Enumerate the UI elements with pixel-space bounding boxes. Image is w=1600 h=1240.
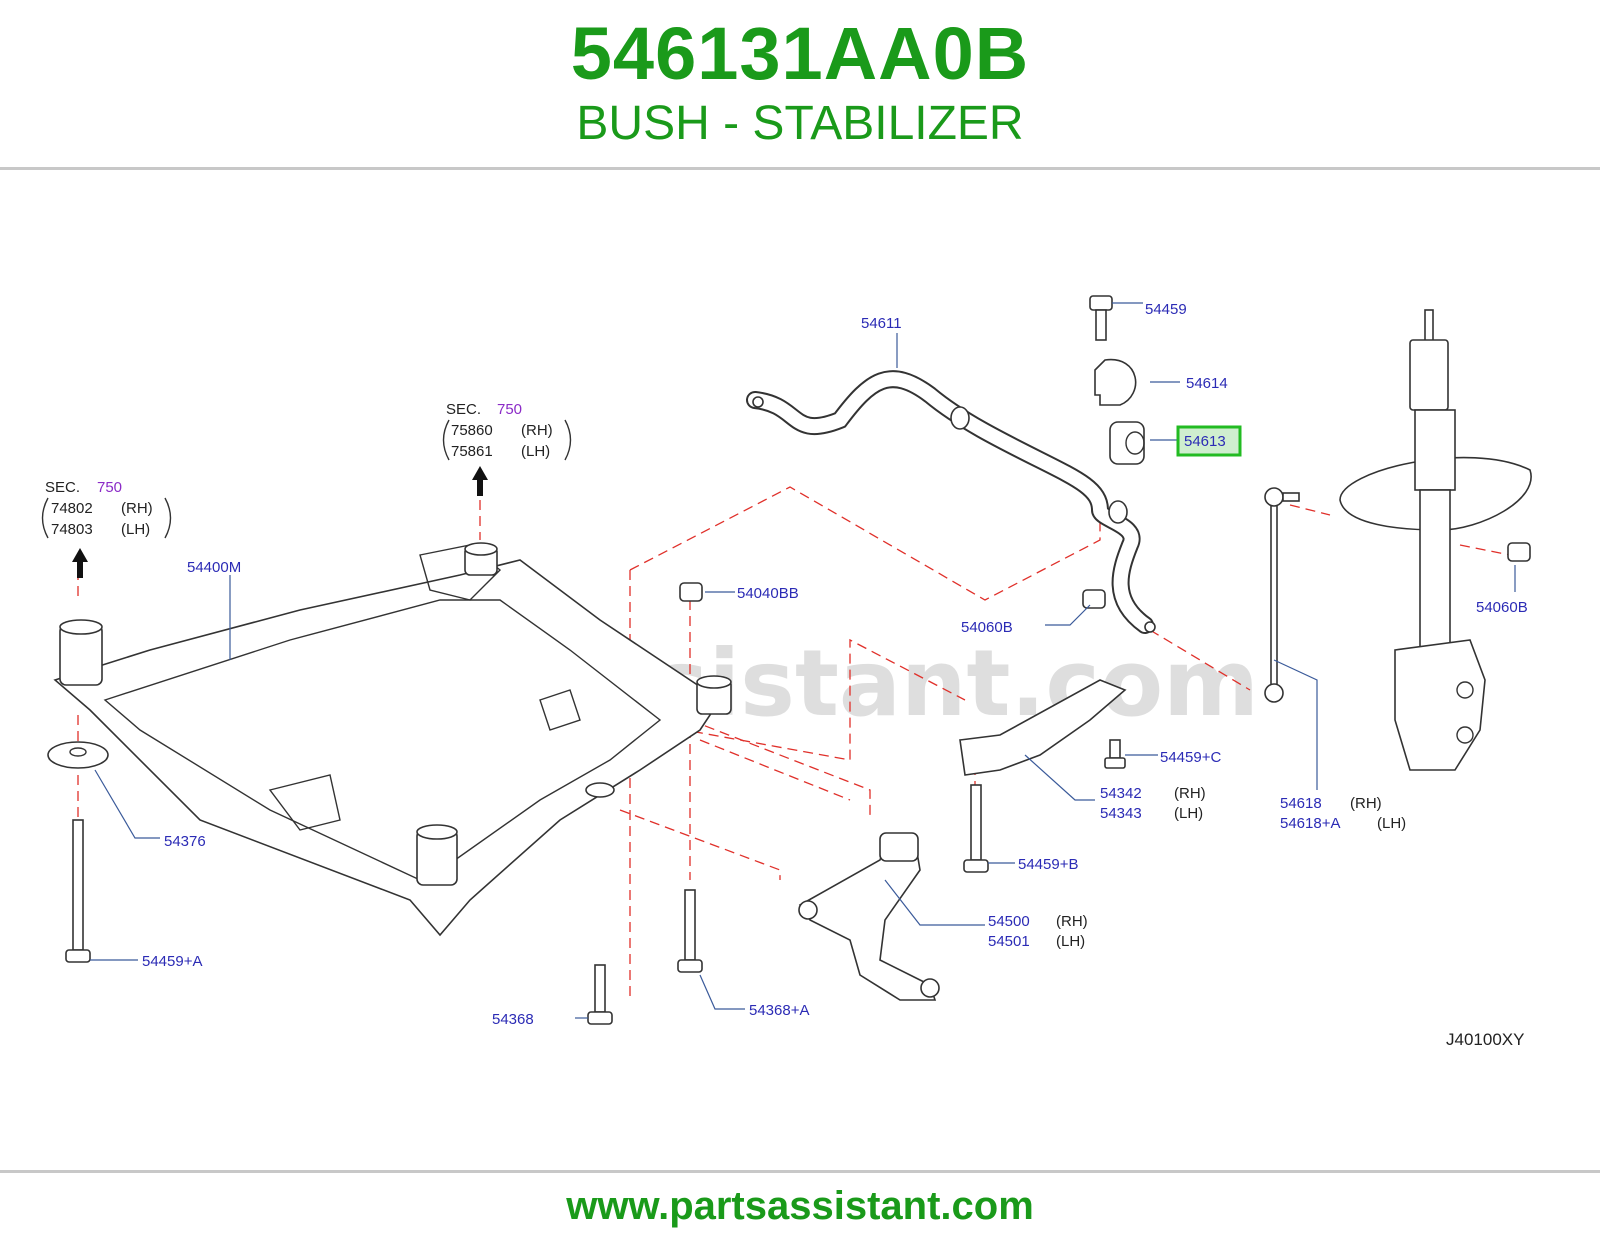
bolt-54459A xyxy=(65,819,91,963)
lower-arm-54500 xyxy=(798,832,940,1001)
label-54614[interactable]: 54614 xyxy=(1186,375,1228,392)
nut-54060B-right xyxy=(1507,542,1531,562)
label-54459[interactable]: 54459 xyxy=(1145,301,1187,318)
bolt-54368A xyxy=(677,889,703,973)
sec-ref-mid: SEC. 750 75860 (RH) 75861 (LH) xyxy=(442,401,572,461)
strut-assembly xyxy=(1339,309,1532,771)
label-54618[interactable]: 54618 xyxy=(1280,795,1322,812)
diagram-code: J40100XY xyxy=(1446,1030,1524,1049)
sec-label: SEC. xyxy=(45,479,80,496)
label-54060B[interactable]: 54060B xyxy=(1476,599,1528,616)
label-54376[interactable]: 54376 xyxy=(164,833,206,850)
side-rh: (RH) xyxy=(1174,785,1206,802)
footer-divider xyxy=(0,1170,1600,1173)
side-lh: (LH) xyxy=(1377,815,1406,832)
header-divider xyxy=(0,167,1600,170)
nut-54040BB xyxy=(679,582,703,602)
label-54501[interactable]: 54501 xyxy=(988,933,1030,950)
label-54500[interactable]: 54500 xyxy=(988,913,1030,930)
sec-ref-left: SEC. 750 74802 (RH) 74803 (LH) xyxy=(41,479,172,539)
sec-part: 75861 xyxy=(451,443,493,460)
bush-54613 xyxy=(1109,421,1145,465)
label-54611[interactable]: 54611 xyxy=(861,315,902,332)
part-name-subtitle: BUSH - STABILIZER xyxy=(576,97,1024,150)
sec-side: (RH) xyxy=(521,422,553,439)
part-number-title: 546131AA0B xyxy=(570,12,1030,95)
label-54368[interactable]: 54368 xyxy=(492,1011,534,1028)
side-rh: (RH) xyxy=(1350,795,1382,812)
highlight-box-54613 xyxy=(1176,425,1242,457)
bracket-54342 xyxy=(959,679,1127,776)
side-lh: (LH) xyxy=(1174,805,1203,822)
side-lh: (LH) xyxy=(1056,933,1085,950)
leader-lines xyxy=(90,302,1516,1019)
up-arrow-left xyxy=(72,548,88,578)
subframe-54400M xyxy=(53,542,732,937)
sec-number: 750 xyxy=(497,401,522,418)
label-54040BB[interactable]: 54040BB xyxy=(737,585,799,602)
label-54459B[interactable]: 54459+B xyxy=(1018,856,1078,873)
label-54459C[interactable]: 54459+C xyxy=(1160,749,1221,766)
sec-side: (LH) xyxy=(521,443,550,460)
label-54459A[interactable]: 54459+A xyxy=(142,953,202,970)
label-54342[interactable]: 54342 xyxy=(1100,785,1142,802)
bolt-54459C xyxy=(1104,739,1126,769)
sec-label: SEC. xyxy=(446,401,481,418)
bolt-54459B xyxy=(963,784,989,873)
sec-part: 74803 xyxy=(51,521,93,538)
label-54060B[interactable]: 54060B xyxy=(961,619,1013,636)
sec-side: (RH) xyxy=(121,500,153,517)
label-54618A[interactable]: 54618+A xyxy=(1280,815,1340,832)
footer-url[interactable]: www.partsassistant.com xyxy=(566,1184,1034,1228)
bolt-54368 xyxy=(587,964,613,1025)
sec-part: 74802 xyxy=(51,500,93,517)
label-54368A[interactable]: 54368+A xyxy=(749,1002,809,1019)
label-54343[interactable]: 54343 xyxy=(1100,805,1142,822)
washer-54376 xyxy=(47,741,109,769)
part-labels: 54611 54459 54614 54613 54400M 54040BB 5… xyxy=(142,301,1528,1028)
header: 546131AA0B BUSH - STABILIZER xyxy=(0,0,1600,170)
bolt-54459 xyxy=(1089,295,1113,341)
link-54618 xyxy=(1264,487,1300,703)
sec-side: (LH) xyxy=(121,521,150,538)
sec-number: 750 xyxy=(97,479,122,496)
up-arrow-mid xyxy=(472,466,488,496)
clamp-54614 xyxy=(1094,358,1137,406)
label-54400M[interactable]: 54400M xyxy=(187,559,241,576)
sec-part: 75860 xyxy=(451,422,493,439)
side-rh: (RH) xyxy=(1056,913,1088,930)
label-54613[interactable]: 54613 xyxy=(1184,433,1226,450)
stabilizer-bar-54611 xyxy=(746,370,1156,634)
nut-54060B-mid xyxy=(1082,589,1106,609)
